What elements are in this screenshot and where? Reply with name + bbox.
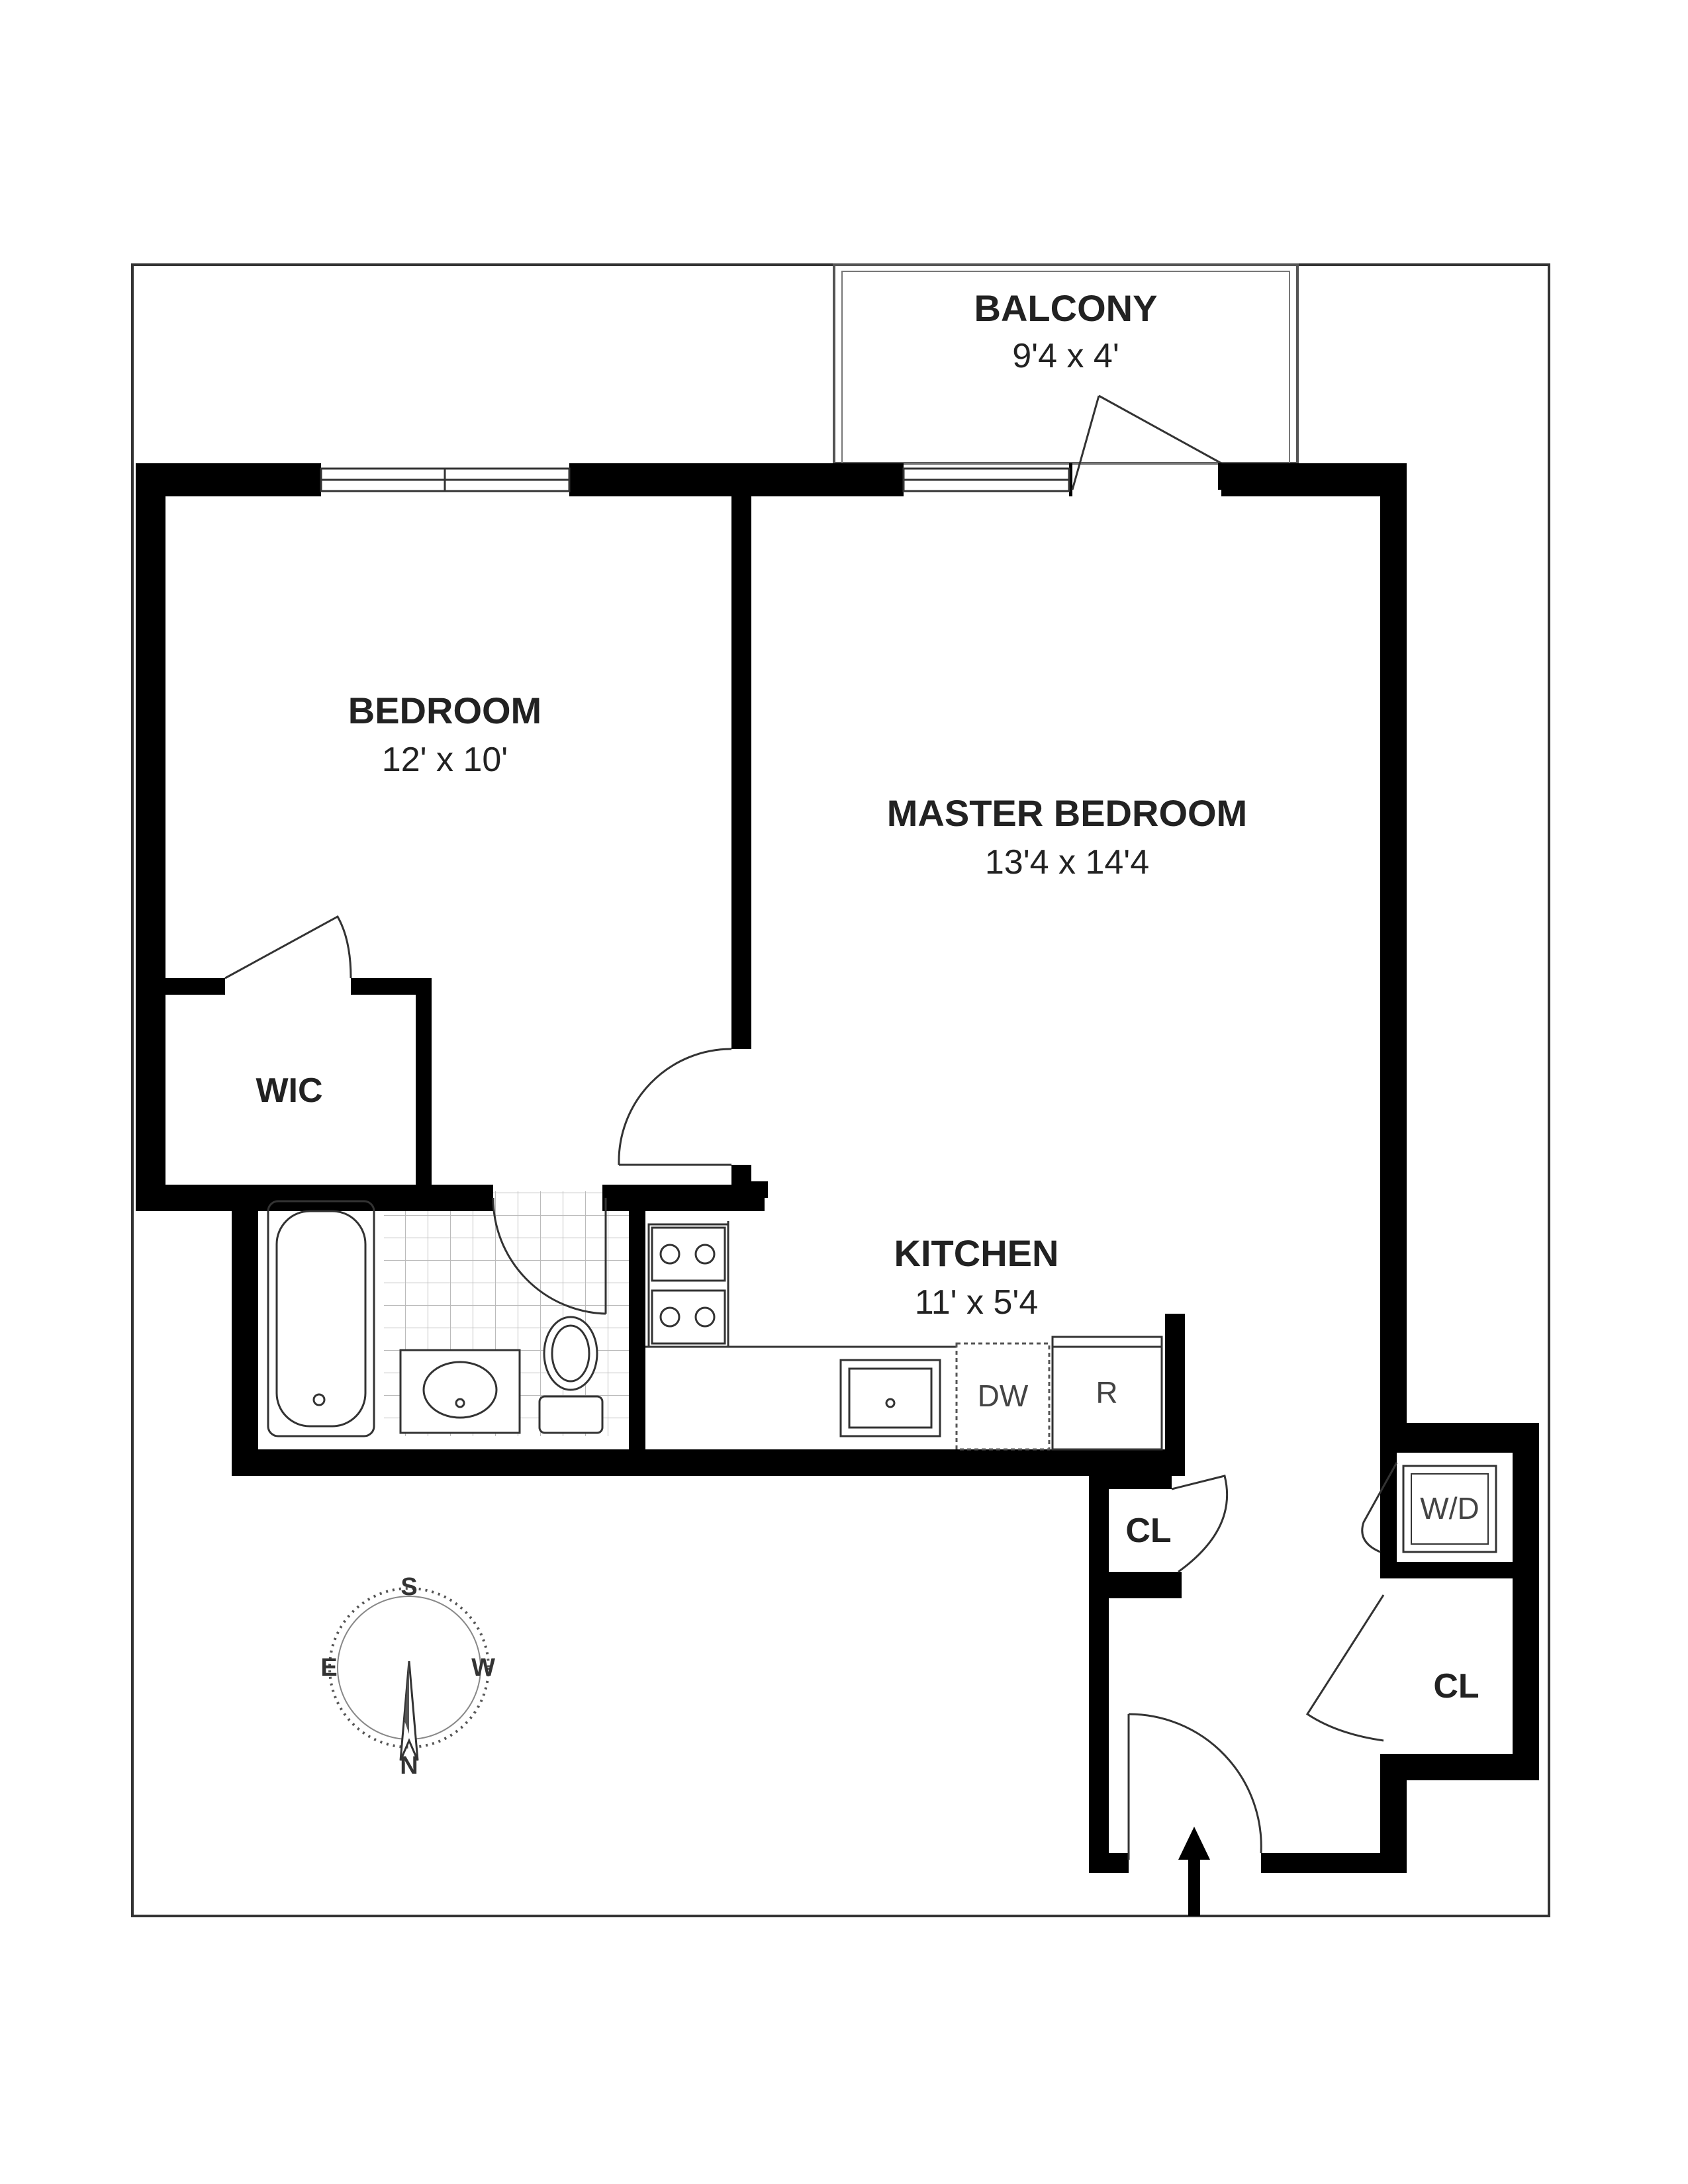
toilet xyxy=(538,1316,604,1434)
compass-w: W xyxy=(471,1654,495,1682)
master-bedroom-name: MASTER BEDROOM xyxy=(887,792,1247,834)
bedroom-window xyxy=(320,467,571,492)
closet-1-door xyxy=(1171,1475,1229,1573)
closet-1-label: CL xyxy=(1125,1512,1171,1550)
balcony-door xyxy=(1071,394,1231,490)
compass-e: E xyxy=(320,1654,337,1682)
bedroom-name: BEDROOM xyxy=(348,690,541,731)
balcony xyxy=(833,263,1299,465)
kitchen-dims: 11' x 5'4 xyxy=(915,1283,1039,1322)
kitchen-name: KITCHEN xyxy=(894,1232,1059,1274)
entry-arrow-icon xyxy=(1178,1827,1210,1916)
refrigerator: R xyxy=(1051,1336,1163,1451)
wic-label: WIC xyxy=(256,1071,322,1110)
compass-s: S xyxy=(400,1573,417,1601)
kitchen-counter xyxy=(645,1221,957,1348)
washer-dryer-label: W/D xyxy=(1420,1491,1479,1525)
compass-rose: S N E W xyxy=(320,1573,495,1780)
dishwasher: DW xyxy=(955,1342,1051,1451)
closet-2-label: CL xyxy=(1433,1667,1479,1706)
master-window xyxy=(902,467,1070,492)
dishwasher-label: DW xyxy=(978,1379,1029,1413)
kitchen-sink xyxy=(839,1359,941,1437)
master-bedroom-dims: 13'4 x 14'4 xyxy=(985,843,1149,882)
wic-door xyxy=(224,915,352,979)
bathroom-sink xyxy=(399,1349,521,1434)
bathtub xyxy=(267,1200,375,1437)
stove xyxy=(647,1223,729,1348)
entry-door xyxy=(1127,1713,1262,1860)
refrigerator-label: R xyxy=(1096,1375,1117,1410)
bathroom-door xyxy=(492,1197,607,1315)
balcony-dims: 9'4 x 4' xyxy=(1012,337,1119,375)
wd-door xyxy=(1361,1462,1398,1553)
walls xyxy=(136,463,1539,1873)
balcony-name: BALCONY xyxy=(974,287,1158,329)
bedroom-door xyxy=(618,1048,732,1166)
washer-dryer: W/D xyxy=(1402,1465,1497,1553)
bedroom-dims: 12' x 10' xyxy=(382,741,508,779)
closet-2-door xyxy=(1305,1594,1385,1742)
compass-n: N xyxy=(400,1752,418,1780)
